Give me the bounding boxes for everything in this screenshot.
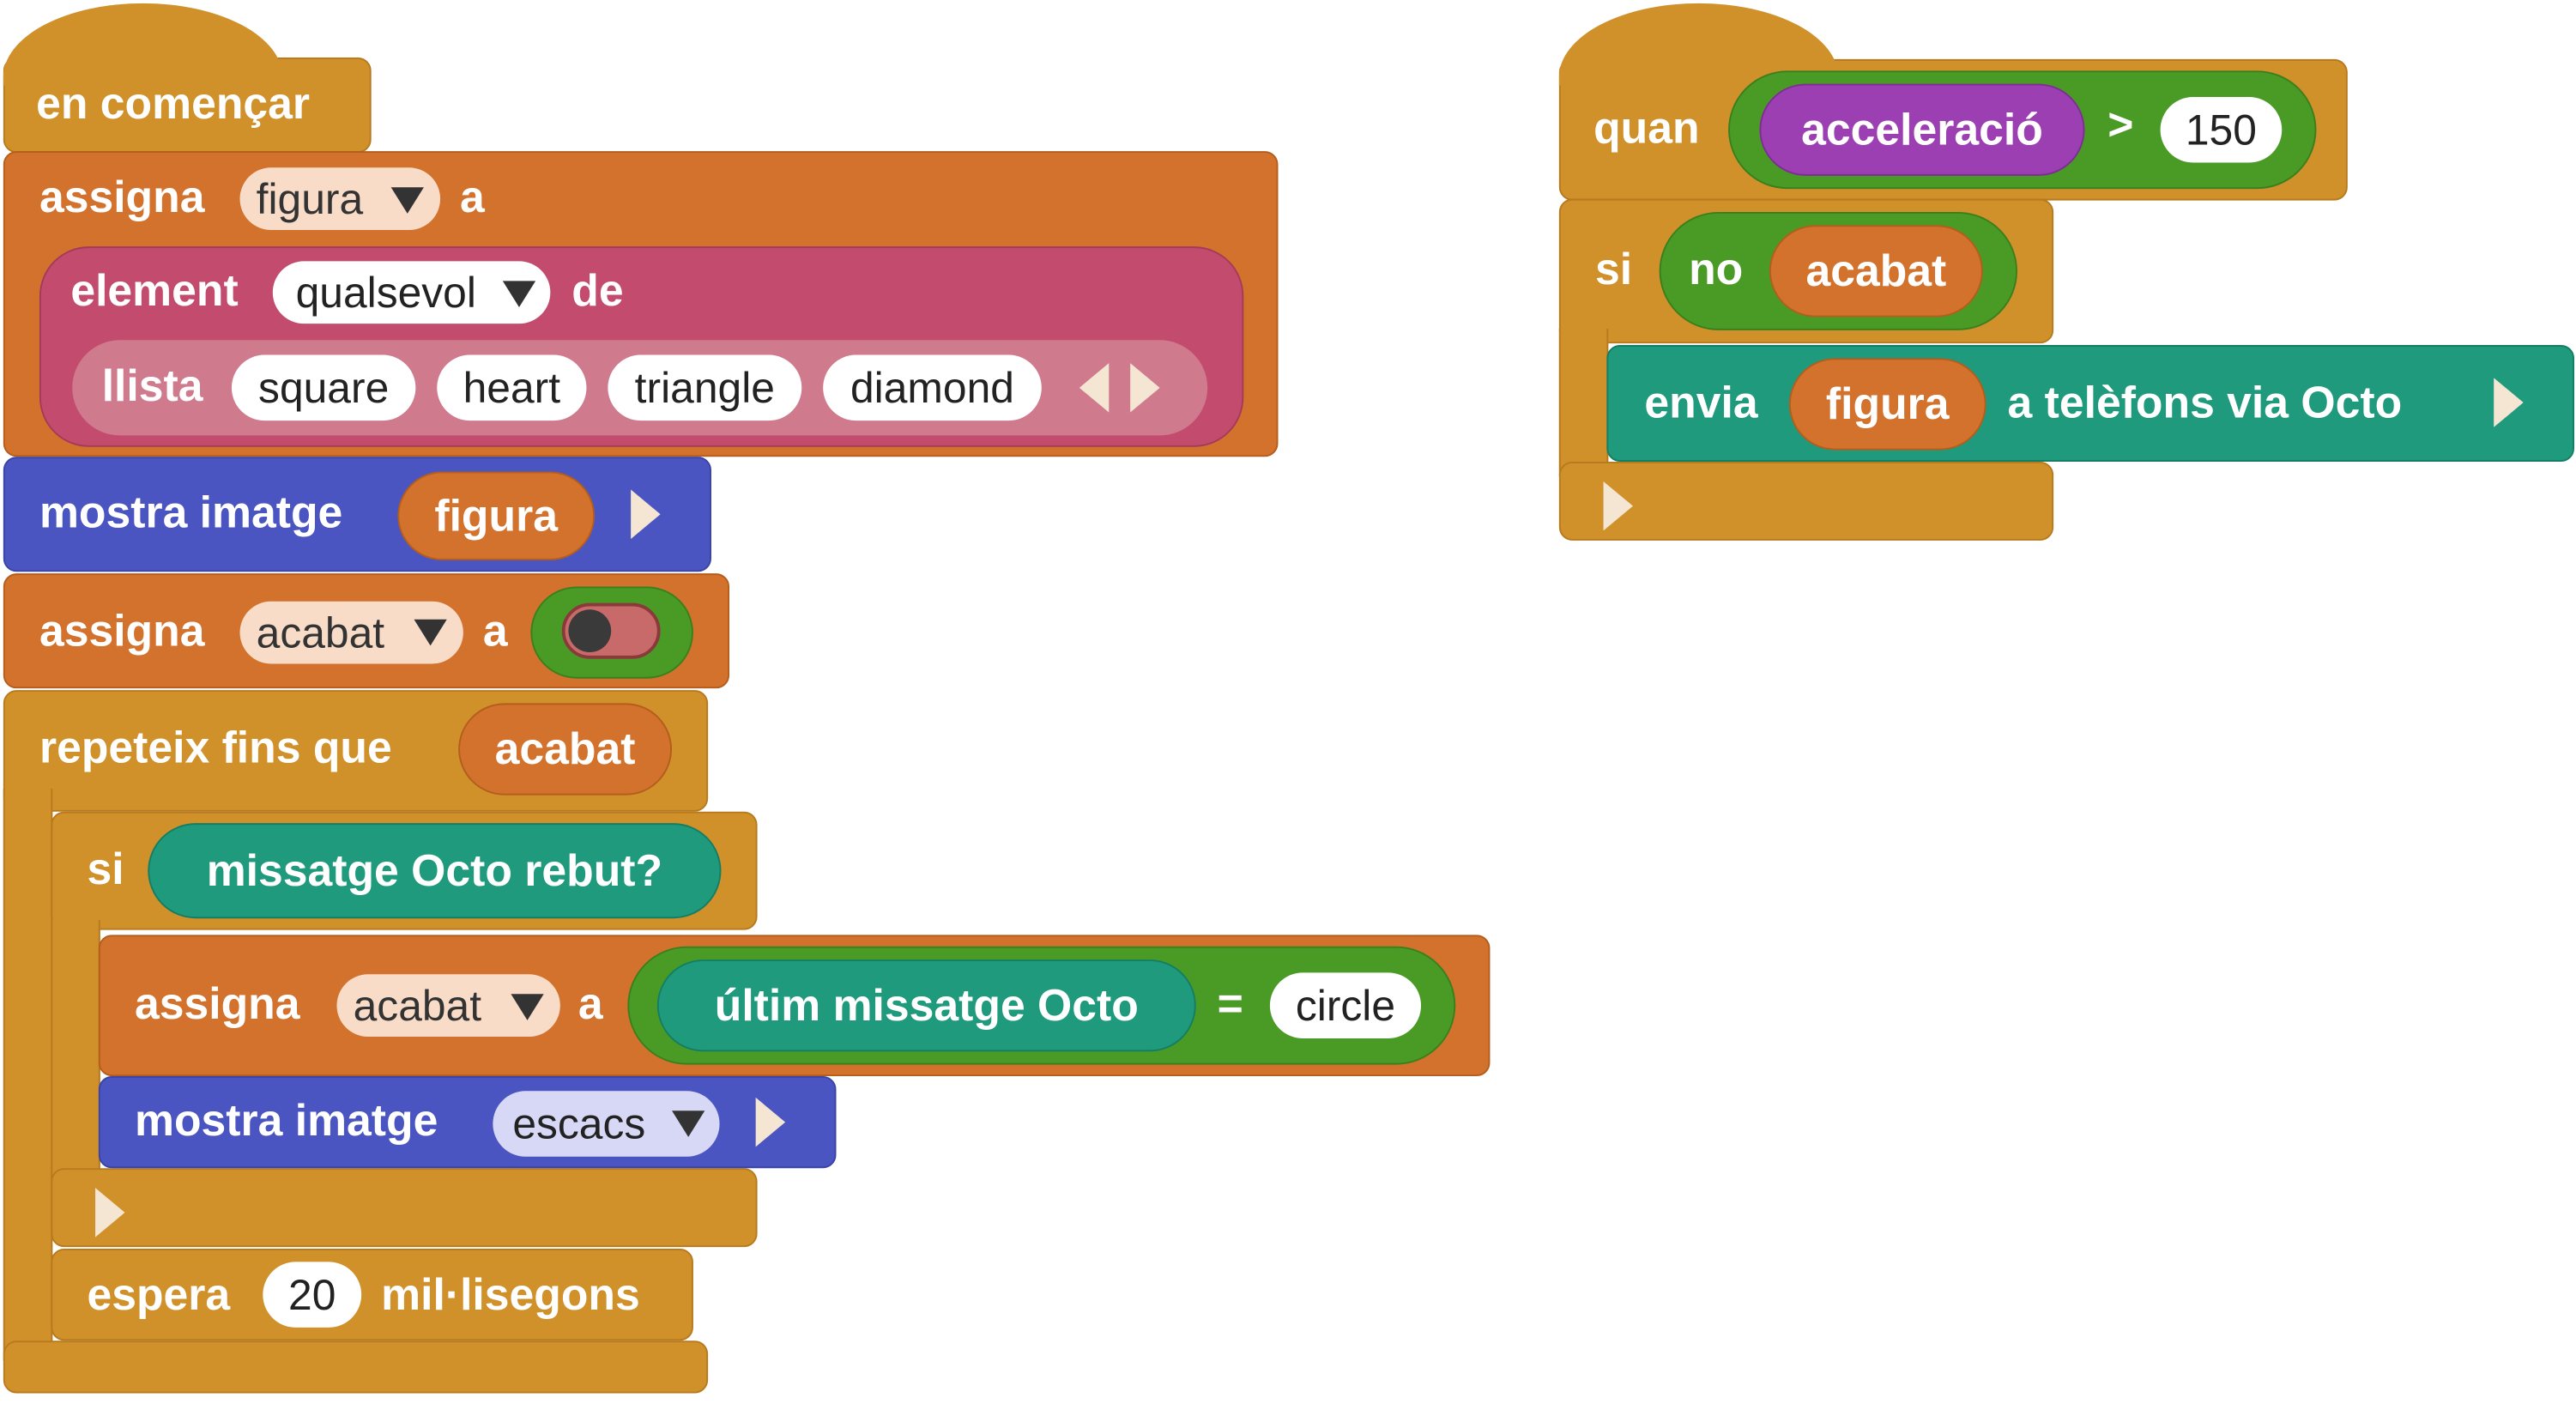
- circle-text-input[interactable]: circle: [1269, 972, 1422, 1038]
- start-hat-cap: [3, 3, 283, 86]
- dropdown-arrow-icon[interactable]: [390, 187, 424, 214]
- element-of-label: de: [571, 266, 624, 316]
- repeat-label: repeteix fins que: [39, 723, 392, 772]
- show-image-label: mostra imatge: [134, 1095, 438, 1146]
- send-via-octo-block[interactable]: [1606, 345, 2575, 462]
- toggle-knob: [568, 609, 612, 653]
- show-image-block[interactable]: [3, 457, 711, 572]
- assign-label: assigna: [39, 606, 205, 656]
- if-block-footer: [51, 1168, 758, 1248]
- wait-value: 20: [288, 1269, 336, 1320]
- element-label: element: [70, 266, 239, 316]
- wait-value-input[interactable]: 20: [263, 1262, 362, 1328]
- collapse-arrow-icon[interactable]: [1079, 363, 1110, 413]
- not-label: no: [1689, 245, 1744, 294]
- if-label: si: [87, 844, 124, 894]
- if-not-spine: [1558, 328, 1609, 477]
- expand-arrow-icon[interactable]: [2494, 378, 2524, 427]
- dropdown-arrow-icon[interactable]: [414, 619, 447, 646]
- wait-label: espera: [87, 1269, 231, 1320]
- acabat-variable[interactable]: acabat: [458, 703, 673, 796]
- figura-variable[interactable]: figura: [397, 471, 596, 560]
- send-suffix-label: a telèfons via Octo: [2007, 378, 2403, 427]
- assign-to-label: a: [460, 172, 485, 222]
- list-label: llista: [101, 361, 203, 411]
- assign-label: assigna: [39, 172, 205, 222]
- variable-dropdown-value: acabat: [353, 980, 482, 1031]
- dropdown-arrow-icon[interactable]: [511, 994, 544, 1020]
- send-label: envia: [1644, 378, 1758, 427]
- threshold-value: 150: [2185, 105, 2257, 154]
- octo-received-text: missatge Octo rebut?: [206, 845, 663, 895]
- acabat-variable[interactable]: acabat: [1769, 225, 1983, 318]
- repeat-until-footer: [3, 1340, 709, 1394]
- list-item-text: heart: [463, 363, 561, 413]
- assign-to-label: a: [482, 606, 508, 656]
- image-dropdown-value: escacs: [512, 1098, 646, 1149]
- figura-variable-text: figura: [1825, 378, 1950, 428]
- list-item[interactable]: heart: [437, 354, 587, 421]
- list-item[interactable]: triangle: [608, 354, 802, 421]
- expand-arrow-icon[interactable]: [631, 489, 661, 539]
- acceleration-text: acceleració: [1801, 104, 2043, 154]
- when-label: quan: [1593, 103, 1700, 154]
- dropdown-arrow-icon[interactable]: [672, 1110, 705, 1137]
- expand-arrow-icon[interactable]: [1130, 363, 1160, 413]
- variable-dropdown-value: figura: [256, 173, 364, 224]
- expand-arrow-icon[interactable]: [1603, 481, 1634, 531]
- list-item-text: square: [258, 363, 390, 413]
- dropdown-arrow-icon[interactable]: [502, 281, 536, 308]
- list-item[interactable]: diamond: [823, 354, 1042, 421]
- figura-variable[interactable]: figura: [1788, 358, 1986, 451]
- expand-arrow-icon[interactable]: [755, 1097, 786, 1147]
- assign-label: assigna: [134, 979, 300, 1029]
- variable-dropdown[interactable]: acabat: [239, 601, 463, 664]
- list-item-text: diamond: [850, 363, 1014, 413]
- list-item[interactable]: square: [231, 354, 416, 421]
- octo-received-predicate[interactable]: missatge Octo rebut?: [148, 823, 722, 919]
- if-label: si: [1594, 245, 1633, 294]
- if-block-spine: [51, 920, 100, 1183]
- circle-text-value: circle: [1295, 980, 1396, 1031]
- repeat-until-spine: [3, 788, 53, 1361]
- list-item-text: triangle: [634, 363, 775, 413]
- wait-unit-label: mil·lisegons: [381, 1269, 640, 1320]
- element-mode-value: qualsevol: [295, 268, 476, 318]
- show-image-label: mostra imatge: [39, 487, 343, 538]
- last-octo-message-text: últim missatge Octo: [714, 979, 1139, 1030]
- acabat-variable-text: acabat: [494, 723, 636, 773]
- figura-variable-text: figura: [434, 490, 558, 540]
- acabat-variable-text: acabat: [1805, 245, 1947, 295]
- assign-to-label: a: [577, 979, 603, 1029]
- wait-block[interactable]: [51, 1249, 693, 1341]
- toggle-switch-icon[interactable]: [561, 602, 661, 659]
- if-not-footer: [1558, 461, 2054, 541]
- threshold-input[interactable]: 150: [2160, 96, 2283, 163]
- greater-than-operator: >: [2107, 100, 2134, 150]
- variable-dropdown-value: acabat: [256, 608, 385, 657]
- last-octo-message-reporter[interactable]: últim missatge Octo: [656, 959, 1196, 1052]
- equals-operator: =: [1217, 979, 1243, 1029]
- expand-arrow-icon[interactable]: [95, 1188, 125, 1238]
- start-hat-label: en començar: [36, 78, 311, 129]
- acceleration-reporter[interactable]: acceleració: [1759, 83, 2085, 176]
